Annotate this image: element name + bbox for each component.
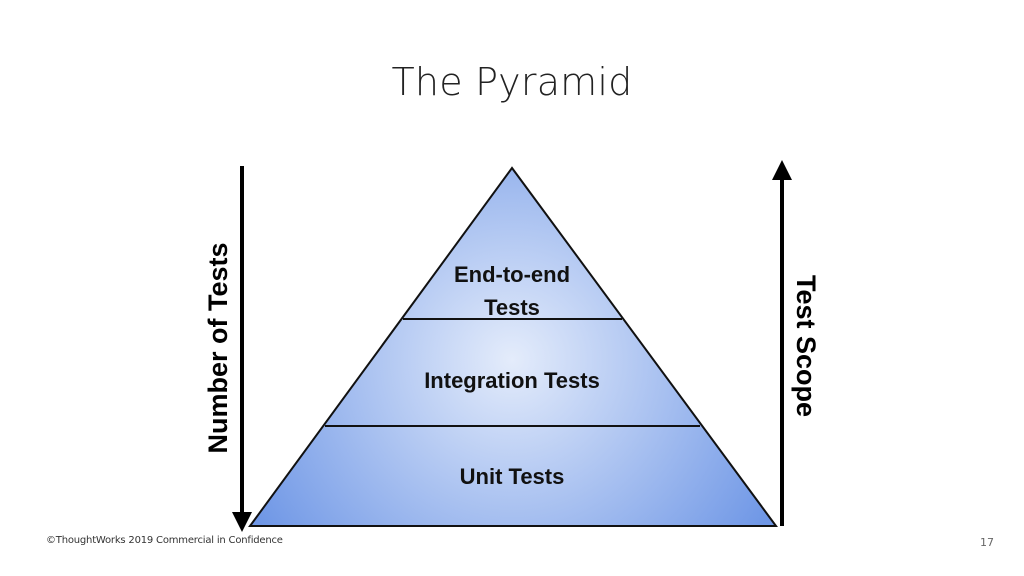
tier-label-e2e-line1: End-to-end (454, 262, 570, 287)
left-axis-label: Number of Tests (203, 242, 233, 453)
tier-label-e2e-line2: Tests (484, 295, 540, 320)
page-number: 17 (980, 536, 994, 549)
footer-copyright: ©ThoughtWorks 2019 Commercial in Confide… (46, 535, 283, 546)
slide-title: The Pyramid (391, 60, 633, 104)
tier-label-unit: Unit Tests (460, 464, 565, 489)
tier-label-integration: Integration Tests (424, 368, 600, 393)
pyramid-shape (248, 166, 778, 527)
right-axis-label: Test Scope (791, 275, 821, 417)
